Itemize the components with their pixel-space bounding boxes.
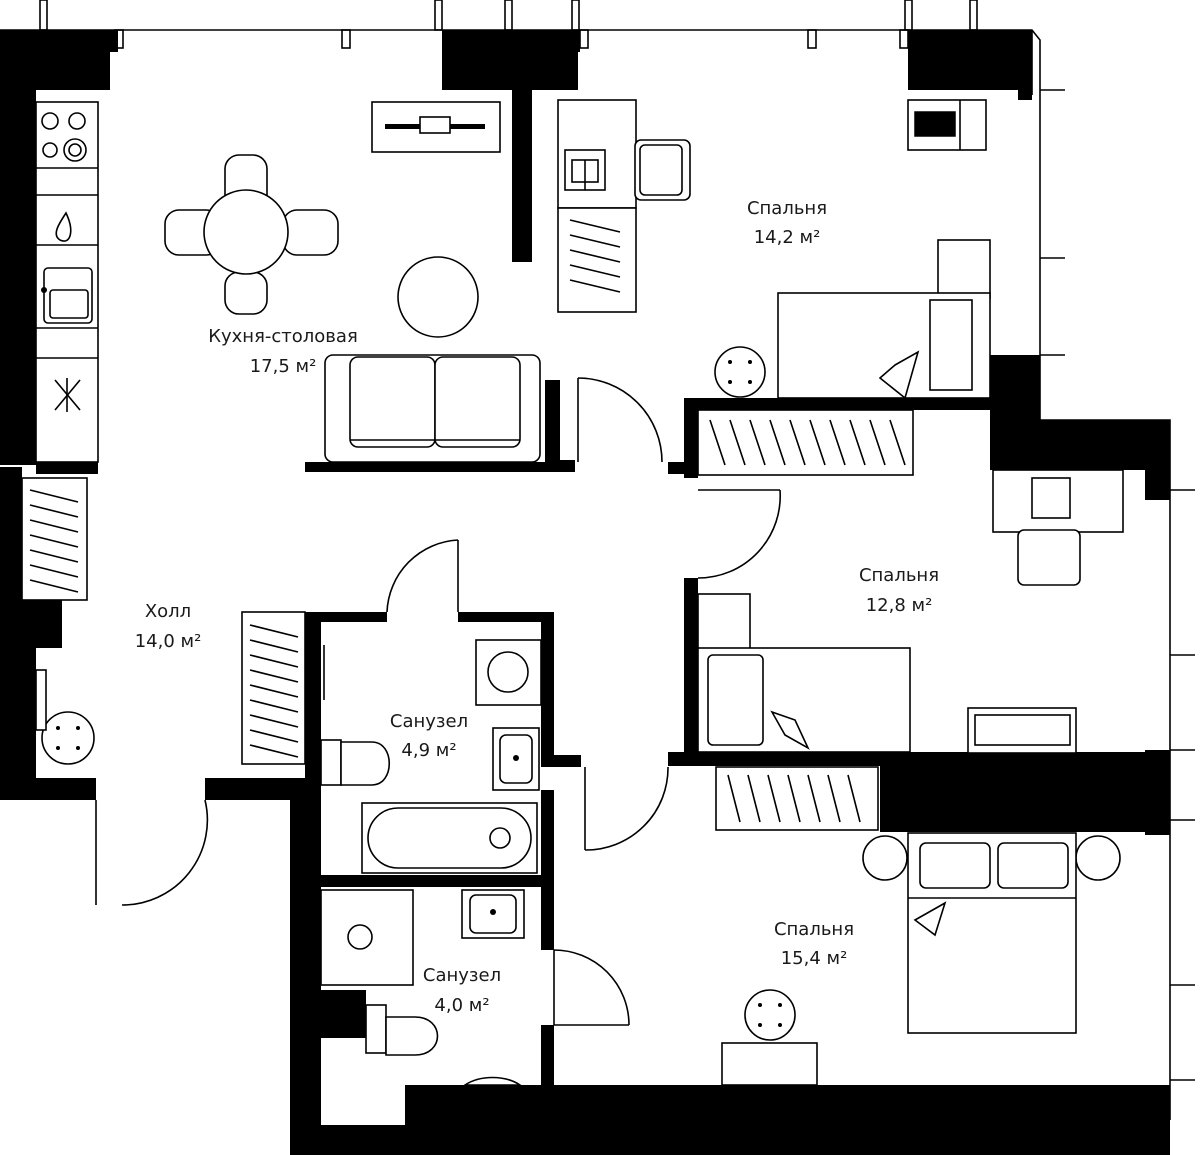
walls (0, 30, 1170, 1155)
shelf-bedroom1 (907, 99, 987, 151)
stool-bedroom1 (714, 346, 766, 398)
round-table (397, 256, 479, 338)
fridge-icon (54, 378, 81, 412)
bath2-name: Санузел (423, 965, 501, 986)
bed-bedroom1 (777, 239, 991, 400)
desk-bedroom1 (557, 99, 691, 209)
shelf-bedroom2 (967, 707, 1077, 754)
wardrobe-hall-left (21, 477, 88, 601)
dining-table (164, 154, 339, 315)
cooktop-icon (41, 112, 87, 162)
bath2-sink (461, 889, 525, 939)
hall-name: Холл (145, 601, 191, 622)
wardrobe-hall-right (241, 611, 306, 765)
bathtub (361, 802, 538, 874)
sofa (324, 354, 541, 463)
bed-bedroom2 (697, 593, 911, 753)
desk-bedroom2 (992, 469, 1124, 586)
kitchen-sink-icon (41, 211, 93, 324)
dresser-bedroom3 (721, 1042, 818, 1086)
bedroom3-area: 15,4 м² (781, 948, 848, 969)
bedroom2-area: 12,8 м² (866, 595, 933, 616)
kitchen-area: 17,5 м² (250, 356, 317, 377)
doors (95, 377, 782, 1026)
bath1-sink (492, 727, 540, 791)
bedroom1-area: 14,2 м² (754, 227, 821, 248)
bath2-area: 4,0 м² (434, 995, 489, 1016)
ottoman-hall (35, 669, 95, 765)
windows (0, 465, 22, 467)
hall-area: 14,0 м² (135, 631, 202, 652)
wardrobe-bedroom2 (697, 409, 914, 476)
wardrobe-bedroom1 (557, 207, 637, 313)
stool-bedroom3 (744, 989, 796, 1041)
room-labels: Кухня-столовая 17,5 м² Спальня 14,2 м² С… (135, 198, 939, 1016)
bedroom1-name: Спальня (747, 198, 827, 219)
bedroom3-name: Спальня (774, 919, 854, 940)
tv-unit (371, 101, 501, 153)
bedroom2-name: Спальня (859, 565, 939, 586)
bath1-toilet (320, 739, 391, 786)
shower-tray (320, 889, 414, 986)
wardrobe-bedroom3 (715, 766, 879, 831)
washing-machine-icon (475, 639, 542, 706)
double-bed (862, 832, 1121, 1034)
bath1-name: Санузел (390, 711, 468, 732)
bath1-area: 4,9 м² (401, 740, 456, 761)
kitchen-name: Кухня-столовая (208, 326, 358, 347)
bath2-toilet (365, 1004, 439, 1056)
radiator (462, 1076, 523, 1086)
